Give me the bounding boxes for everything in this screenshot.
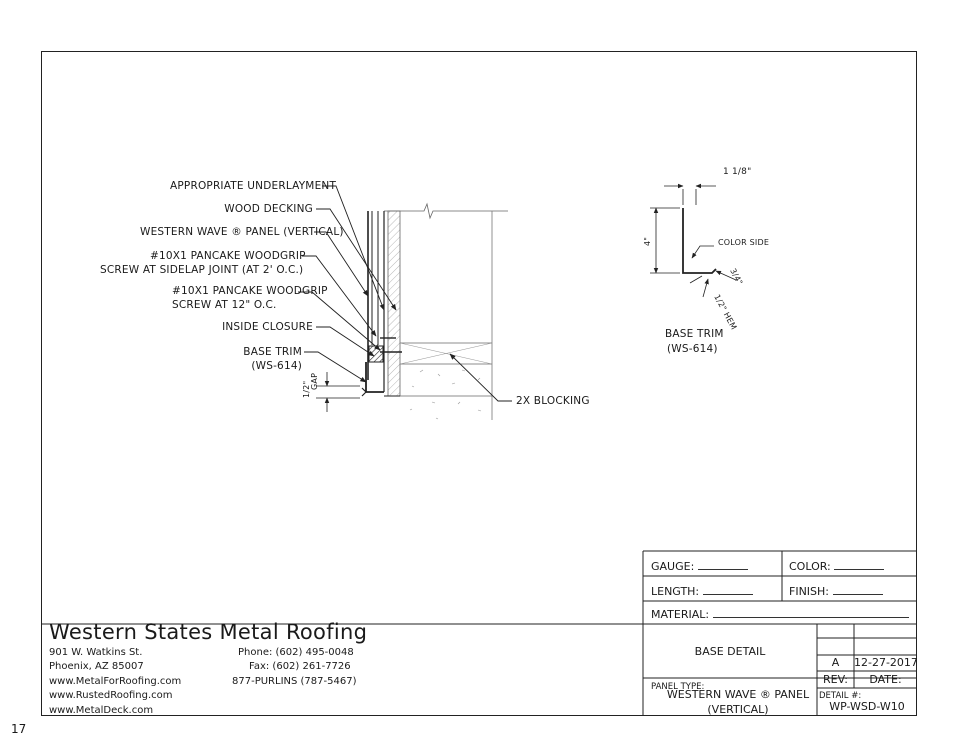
length-blank bbox=[702, 585, 753, 595]
callout-screw-12-line1: #10X1 PANCAKE WOODGRIP bbox=[172, 285, 328, 297]
company-tollfree: 877-PURLINS (787-5467) bbox=[232, 676, 357, 687]
color-field: COLOR: bbox=[789, 560, 885, 573]
date-label: DATE: bbox=[869, 673, 902, 686]
material-blank bbox=[712, 608, 909, 618]
company-phone: Phone: (602) 495-0048 bbox=[238, 647, 354, 658]
company-street: 901 W. Watkins St. bbox=[49, 647, 143, 658]
trim-label-line1: BASE TRIM bbox=[665, 328, 724, 340]
callout-screw-12-line2: SCREW AT 12" O.C. bbox=[172, 299, 277, 311]
panel-type-line2: (VERTICAL) bbox=[707, 703, 769, 716]
finish-blank bbox=[832, 585, 883, 595]
gauge-label: GAUGE: bbox=[651, 560, 695, 573]
callout-base-trim-line1: BASE TRIM bbox=[243, 346, 302, 358]
length-field: LENGTH: bbox=[651, 585, 753, 598]
title-block-grid bbox=[41, 550, 917, 716]
callout-panel: WESTERN WAVE ® PANEL (VERTICAL) bbox=[140, 226, 344, 238]
finish-label: FINISH: bbox=[789, 585, 830, 598]
company-name: Western States Metal Roofing bbox=[49, 620, 368, 644]
rev-value: A bbox=[831, 656, 840, 669]
company-city: Phoenix, AZ 85007 bbox=[49, 661, 144, 672]
trim-dim-height: 4" bbox=[643, 236, 652, 246]
detail-title: BASE DETAIL bbox=[694, 645, 766, 658]
material-field: MATERIAL: bbox=[651, 608, 909, 621]
date-value: 12-27-2017 bbox=[854, 656, 918, 669]
trim-label-line2: (WS-614) bbox=[667, 343, 718, 355]
wall-section bbox=[316, 202, 508, 420]
panel-type-label: PANEL TYPE: bbox=[651, 682, 705, 692]
gap-dimension-label: GAP bbox=[310, 372, 319, 390]
callout-underlayment: APPROPRIATE UNDERLAYMENT bbox=[170, 180, 337, 192]
callout-blocking: 2X BLOCKING bbox=[516, 395, 590, 407]
company-web-2[interactable]: www.RustedRoofing.com bbox=[49, 690, 173, 701]
detail-number-label: DETAIL #: bbox=[819, 691, 862, 701]
trim-dim-top: 1 1/8" bbox=[723, 167, 752, 177]
finish-field: FINISH: bbox=[789, 585, 883, 598]
gauge-blank bbox=[697, 560, 748, 570]
company-fax: Fax: (602) 261-7726 bbox=[249, 661, 351, 672]
callout-screw-sidelap-line2: SCREW AT SIDELAP JOINT (AT 2' O.C.) bbox=[100, 264, 304, 276]
color-label: COLOR: bbox=[789, 560, 831, 573]
callout-inside-closure: INSIDE CLOSURE bbox=[222, 321, 313, 333]
material-label: MATERIAL: bbox=[651, 608, 710, 621]
drawing-border bbox=[41, 51, 917, 716]
callout-base-trim-line2: (WS-614) bbox=[251, 360, 302, 372]
trim-color-side: COLOR SIDE bbox=[718, 238, 770, 247]
company-web-3[interactable]: www.MetalDeck.com bbox=[49, 705, 154, 716]
trim-profile bbox=[650, 183, 737, 298]
color-blank bbox=[834, 560, 885, 570]
leader-lines bbox=[298, 185, 512, 402]
detail-number: WP-WSD-W10 bbox=[829, 700, 905, 713]
rev-label: REV: bbox=[823, 673, 848, 686]
company-web-1[interactable]: www.MetalForRoofing.com bbox=[49, 676, 182, 687]
gauge-field: GAUGE: bbox=[651, 560, 748, 573]
length-label: LENGTH: bbox=[651, 585, 700, 598]
panel-type-line1: WESTERN WAVE ® PANEL bbox=[666, 688, 810, 701]
page-number: 17 bbox=[11, 722, 27, 736]
callout-screw-sidelap-line1: #10X1 PANCAKE WOODGRIP bbox=[150, 250, 306, 262]
callout-wood-decking: WOOD DECKING bbox=[224, 203, 313, 215]
